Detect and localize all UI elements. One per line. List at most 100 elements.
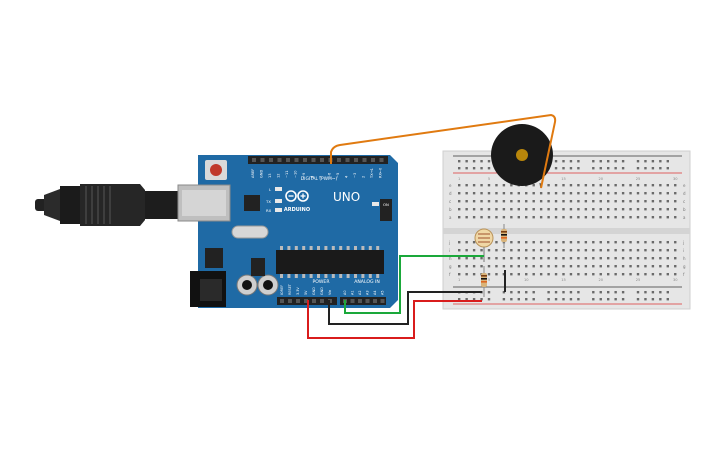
terminal-hole[interactable] bbox=[495, 265, 498, 268]
terminal-hole[interactable] bbox=[636, 200, 640, 203]
terminal-hole[interactable] bbox=[629, 265, 632, 268]
rail-hole[interactable] bbox=[480, 167, 483, 170]
terminal-hole[interactable] bbox=[577, 200, 580, 203]
rail-hole[interactable] bbox=[592, 291, 595, 294]
terminal-hole[interactable] bbox=[569, 192, 573, 195]
rail-hole[interactable] bbox=[554, 167, 558, 170]
terminal-hole[interactable] bbox=[674, 257, 677, 260]
rail-hole[interactable] bbox=[554, 160, 558, 163]
terminal-hole[interactable] bbox=[539, 200, 543, 203]
terminal-hole[interactable] bbox=[674, 208, 677, 211]
terminal-hole[interactable] bbox=[525, 249, 528, 252]
terminal-hole[interactable] bbox=[547, 265, 550, 268]
terminal-hole[interactable] bbox=[614, 265, 617, 268]
rail-hole[interactable] bbox=[666, 298, 669, 301]
terminal-hole[interactable] bbox=[666, 208, 669, 211]
terminal-hole[interactable] bbox=[525, 192, 528, 195]
terminal-hole[interactable] bbox=[458, 265, 461, 268]
terminal-hole[interactable] bbox=[562, 265, 565, 268]
usb-cable[interactable] bbox=[35, 184, 179, 226]
rail-hole[interactable] bbox=[614, 160, 617, 163]
terminal-hole[interactable] bbox=[562, 216, 565, 219]
terminal-hole[interactable] bbox=[510, 273, 513, 276]
terminal-hole[interactable] bbox=[502, 257, 506, 260]
terminal-hole[interactable] bbox=[599, 216, 602, 219]
terminal-hole[interactable] bbox=[599, 208, 602, 211]
terminal-hole[interactable] bbox=[599, 273, 602, 276]
terminal-hole[interactable] bbox=[621, 241, 625, 244]
terminal-hole[interactable] bbox=[584, 265, 588, 268]
terminal-hole[interactable] bbox=[495, 192, 498, 195]
terminal-hole[interactable] bbox=[547, 257, 550, 260]
terminal-hole[interactable] bbox=[666, 184, 669, 187]
terminal-hole[interactable] bbox=[554, 200, 558, 203]
terminal-hole[interactable] bbox=[636, 249, 640, 252]
rail-hole[interactable] bbox=[472, 167, 476, 170]
digital-pin-socket[interactable] bbox=[379, 158, 384, 162]
terminal-hole[interactable] bbox=[547, 200, 550, 203]
terminal-hole[interactable] bbox=[674, 273, 677, 276]
digital-pin-socket[interactable] bbox=[311, 158, 316, 162]
terminal-hole[interactable] bbox=[629, 184, 632, 187]
rail-hole[interactable] bbox=[562, 291, 565, 294]
terminal-hole[interactable] bbox=[502, 200, 506, 203]
terminal-hole[interactable] bbox=[569, 273, 573, 276]
terminal-hole[interactable] bbox=[607, 265, 610, 268]
terminal-hole[interactable] bbox=[458, 208, 461, 211]
terminal-hole[interactable] bbox=[607, 257, 610, 260]
terminal-hole[interactable] bbox=[584, 257, 588, 260]
rail-hole[interactable] bbox=[562, 160, 565, 163]
rail-hole[interactable] bbox=[599, 167, 602, 170]
terminal-hole[interactable] bbox=[532, 184, 535, 187]
terminal-hole[interactable] bbox=[659, 273, 662, 276]
terminal-hole[interactable] bbox=[562, 241, 565, 244]
rail-hole[interactable] bbox=[621, 160, 625, 163]
terminal-hole[interactable] bbox=[480, 265, 483, 268]
terminal-hole[interactable] bbox=[644, 208, 647, 211]
terminal-hole[interactable] bbox=[510, 192, 513, 195]
rail-hole[interactable] bbox=[465, 167, 468, 170]
terminal-hole[interactable] bbox=[480, 257, 483, 260]
rail-hole[interactable] bbox=[651, 160, 655, 163]
terminal-hole[interactable] bbox=[562, 208, 565, 211]
power-pin-socket[interactable] bbox=[320, 299, 324, 303]
analog-pin-socket[interactable] bbox=[373, 299, 377, 303]
terminal-hole[interactable] bbox=[636, 184, 640, 187]
terminal-hole[interactable] bbox=[487, 208, 491, 211]
terminal-hole[interactable] bbox=[599, 265, 602, 268]
terminal-hole[interactable] bbox=[554, 265, 558, 268]
rail-hole[interactable] bbox=[659, 160, 662, 163]
terminal-hole[interactable] bbox=[607, 216, 610, 219]
terminal-hole[interactable] bbox=[644, 273, 647, 276]
rail-hole[interactable] bbox=[659, 298, 662, 301]
terminal-hole[interactable] bbox=[666, 273, 669, 276]
terminal-hole[interactable] bbox=[569, 241, 573, 244]
rail-hole[interactable] bbox=[569, 291, 573, 294]
terminal-hole[interactable] bbox=[525, 241, 528, 244]
terminal-hole[interactable] bbox=[547, 184, 550, 187]
rail-hole[interactable] bbox=[502, 298, 506, 301]
rail-hole[interactable] bbox=[532, 291, 535, 294]
power-pin-socket[interactable] bbox=[296, 299, 300, 303]
rail-hole[interactable] bbox=[569, 160, 573, 163]
terminal-hole[interactable] bbox=[614, 249, 617, 252]
terminal-hole[interactable] bbox=[510, 257, 513, 260]
terminal-hole[interactable] bbox=[554, 208, 558, 211]
terminal-hole[interactable] bbox=[539, 265, 543, 268]
terminal-hole[interactable] bbox=[607, 184, 610, 187]
terminal-hole[interactable] bbox=[465, 241, 468, 244]
terminal-hole[interactable] bbox=[651, 241, 655, 244]
terminal-hole[interactable] bbox=[510, 216, 513, 219]
terminal-hole[interactable] bbox=[621, 265, 625, 268]
terminal-hole[interactable] bbox=[577, 184, 580, 187]
terminal-hole[interactable] bbox=[651, 208, 655, 211]
terminal-hole[interactable] bbox=[636, 257, 640, 260]
terminal-hole[interactable] bbox=[592, 184, 595, 187]
power-pin-socket[interactable] bbox=[280, 299, 284, 303]
terminal-hole[interactable] bbox=[480, 249, 483, 252]
terminal-hole[interactable] bbox=[562, 192, 565, 195]
terminal-hole[interactable] bbox=[458, 249, 461, 252]
rail-hole[interactable] bbox=[547, 291, 550, 294]
terminal-hole[interactable] bbox=[539, 257, 543, 260]
